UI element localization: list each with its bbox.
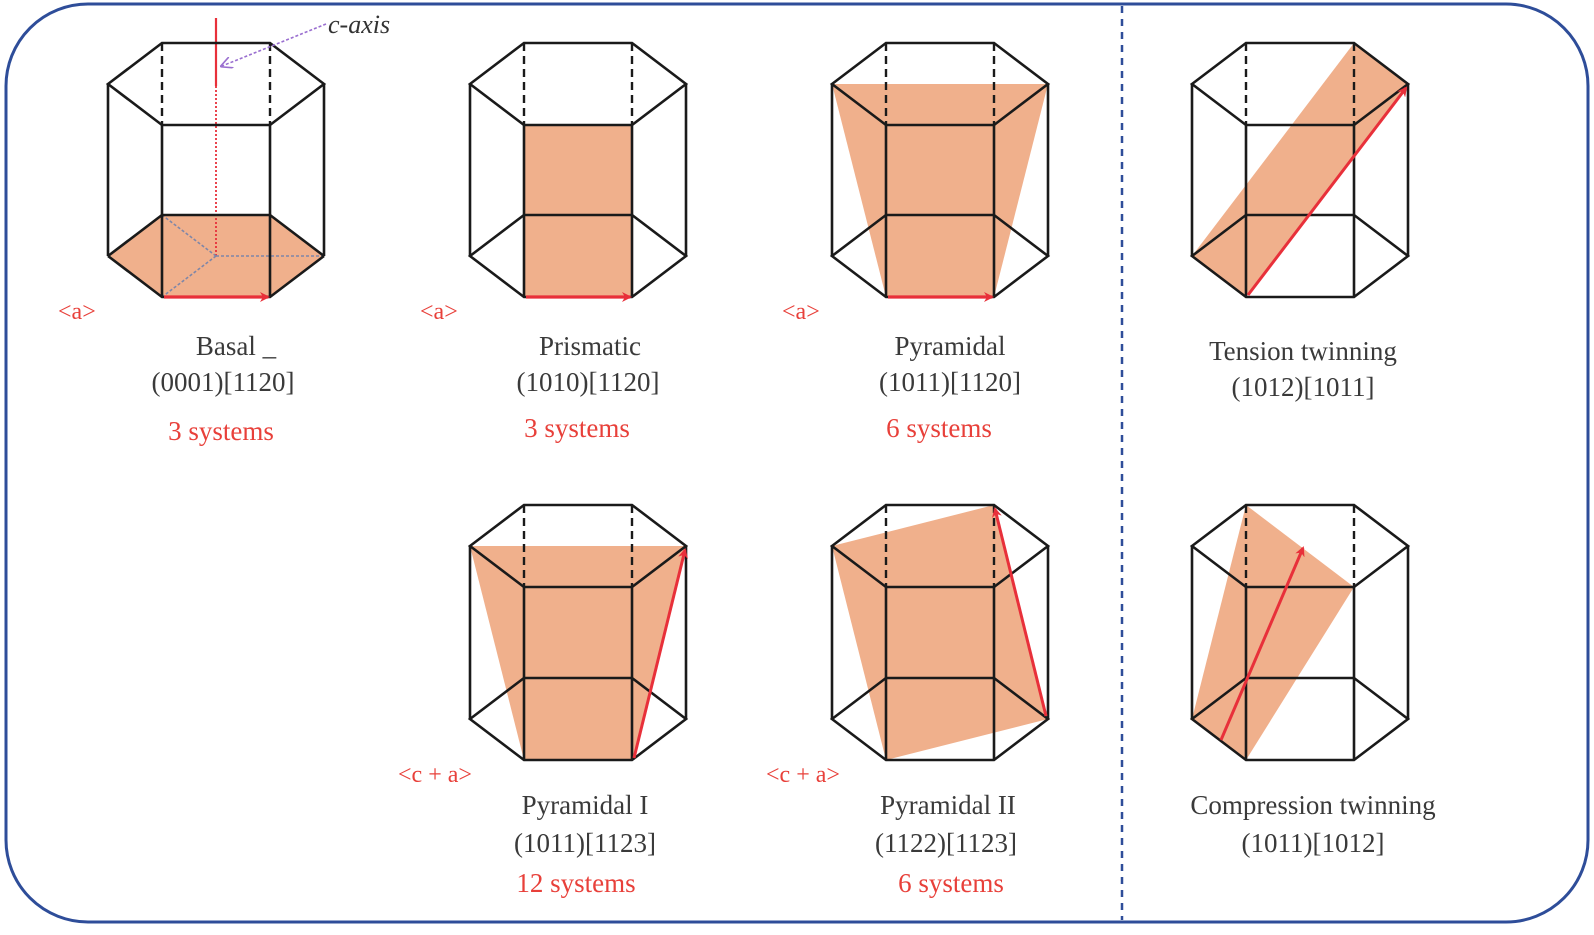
- prismatic-count: 3 systems: [524, 413, 630, 443]
- prismatic-hidden-edges: [522, 43, 634, 125]
- basal-direction-label: <a>: [58, 299, 96, 325]
- pyramidal-count: 6 systems: [886, 413, 992, 443]
- pyramidal-name: Pyramidal: [894, 331, 1006, 361]
- basal-name: Basal _: [195, 331, 277, 361]
- prismatic-indices: (1010)[1120]: [516, 367, 660, 397]
- pyramidal-plane: [832, 84, 1048, 297]
- compression-indices: (1011)[1012]: [1241, 828, 1385, 858]
- pyramidal-i-slip-vector: [632, 548, 688, 759]
- basal-count: 3 systems: [168, 416, 274, 446]
- tension-name: Tension twinning: [1209, 336, 1397, 366]
- pyramidal-ii-hidden-edges: [884, 505, 996, 587]
- basal-hidden-edges: [160, 43, 272, 125]
- hexagon-compression-twinning: [1189, 503, 1411, 762]
- hexagon-tension-twinning: [1189, 41, 1411, 299]
- basal-radial-line: [161, 214, 217, 257]
- tension-twin-vector: [1246, 86, 1408, 296]
- pyramidal-ii-name: Pyramidal II: [880, 790, 1016, 820]
- pyramidal-i-count: 12 systems: [516, 868, 636, 898]
- hexagon-pyramidal: [829, 41, 1051, 302]
- pyramidal-i-hidden-edges: [522, 505, 634, 587]
- pyramidal-ii-direction-label: <c + a>: [766, 762, 840, 788]
- c-axis-pointer: [222, 23, 327, 66]
- pyramidal-ii-count: 6 systems: [898, 868, 1004, 898]
- prismatic-plane: [524, 125, 632, 297]
- tension-twin-plane: [1192, 43, 1408, 297]
- basal-radial-line: [161, 255, 217, 298]
- pyramidal-ii-indices: (1122)[1123]: [875, 828, 1017, 858]
- prismatic-name: Prismatic: [539, 331, 641, 361]
- tension-indices: (1012)[1011]: [1231, 372, 1375, 402]
- compression-name: Compression twinning: [1190, 790, 1436, 820]
- outer-frame: [4, 2, 1590, 924]
- hexagon-prismatic: [467, 41, 689, 302]
- pyramidal-i-name: Pyramidal I: [521, 790, 649, 820]
- pyramidal-direction-label: <a>: [782, 299, 820, 325]
- c-axis-label: c-axis: [328, 10, 391, 39]
- pyramidal-i-indices: (1011)[1123]: [514, 828, 656, 858]
- pyramidal-i-direction-label: <c + a>: [398, 762, 472, 788]
- basal-indices: (0001)[1120]: [151, 367, 295, 397]
- compression-hidden-edges: [1244, 505, 1356, 587]
- pyramidal-indices: (1011)[1120]: [879, 367, 1021, 397]
- prismatic-direction-label: <a>: [420, 299, 458, 325]
- hexagon-basal: [105, 18, 327, 302]
- hexagon-pyramidal-ii: [829, 503, 1051, 762]
- pyramidal-ii-slip-vector: [992, 507, 1048, 717]
- compression-twin-vector: [1219, 546, 1305, 741]
- tension-hidden-edges: [1244, 43, 1356, 125]
- hexagon-pyramidal-i: [467, 503, 689, 762]
- compression-twin-plane: [1192, 505, 1354, 760]
- pyramidal-ii-plane: [832, 505, 1048, 760]
- pyramidal-hidden-edges: [884, 43, 996, 125]
- pyramidal-i-plane: [470, 546, 686, 760]
